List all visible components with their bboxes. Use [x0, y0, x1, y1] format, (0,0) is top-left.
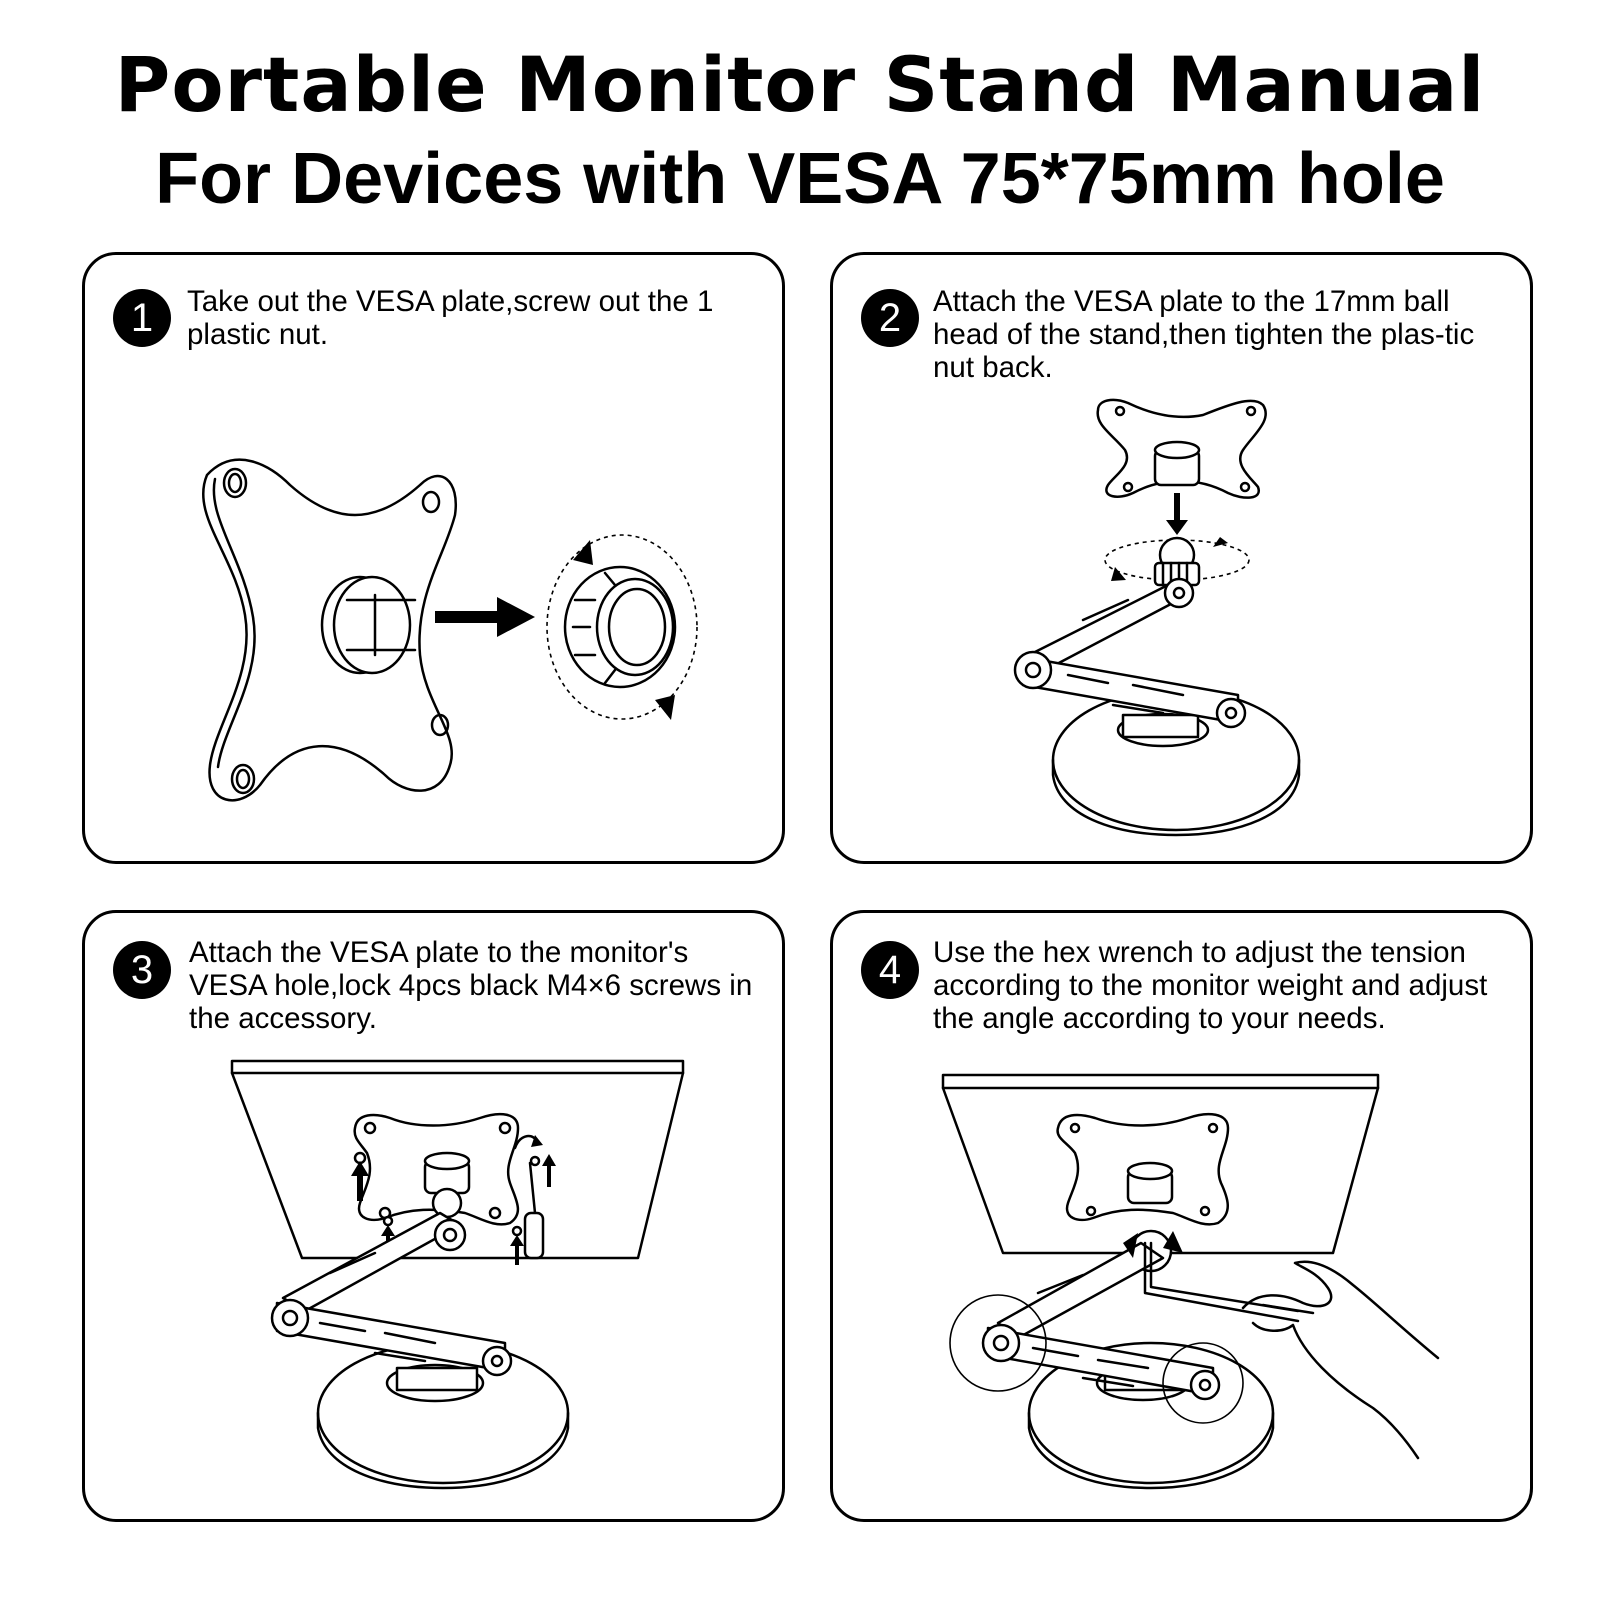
step-3-illustration: [230, 1059, 685, 1490]
stand-base-icon: [316, 1341, 570, 1490]
step-2-panel: 2 Attach the VESA plate to the 17mm ball…: [830, 252, 1533, 864]
page-title: Portable Monitor Stand Manual: [114, 40, 1486, 129]
step-1-panel: 1 Take out the VESA plate,screw out the …: [82, 252, 785, 864]
step-3-panel: 3 Attach the VESA plate to the monitor's…: [82, 910, 785, 1522]
screwdriver-icon: [513, 1134, 545, 1260]
ball-head-icon: [423, 1151, 471, 1219]
step-1-instruction: Take out the VESA plate,screw out the 1 …: [187, 285, 714, 351]
step-3-number-badge: 3: [113, 941, 171, 999]
step-1-number-badge: 1: [113, 289, 171, 347]
stand-arm-icon: [270, 1211, 513, 1377]
vesa-plate-icon: [1096, 398, 1267, 499]
step-4-number-badge: 4: [861, 941, 919, 999]
arrow-right-icon: [435, 597, 535, 637]
step-2-instruction: Attach the VESA plate to the 17mm ball h…: [933, 285, 1475, 384]
step-1-illustration: [201, 458, 698, 802]
arrow-down-icon: [1166, 493, 1188, 535]
screw-icon: [351, 1151, 556, 1265]
vesa-plate-icon: [1056, 1112, 1230, 1226]
plastic-nut-icon: [563, 565, 677, 689]
page-subtitle: For Devices with VESA 75*75mm hole: [155, 139, 1445, 219]
step-3-instruction: Attach the VESA plate to the monitor's V…: [189, 936, 753, 1035]
step-4-illustration: [941, 1073, 1440, 1490]
step-4-panel: 4 Use the hex wrench to adjust the tensi…: [830, 910, 1533, 1522]
ball-head-icon: [1153, 536, 1201, 587]
step-4-instruction: Use the hex wrench to adjust the tension…: [933, 936, 1488, 1035]
step-2-illustration: [1013, 398, 1301, 837]
stand-arm-icon: [949, 1229, 1244, 1424]
stand-arm-icon: [1013, 577, 1247, 729]
vesa-plate-icon: [201, 458, 458, 802]
hand-icon: [1241, 1260, 1440, 1460]
step-2-number-badge: 2: [861, 289, 919, 347]
rotate-arrows-icon: [546, 534, 698, 720]
